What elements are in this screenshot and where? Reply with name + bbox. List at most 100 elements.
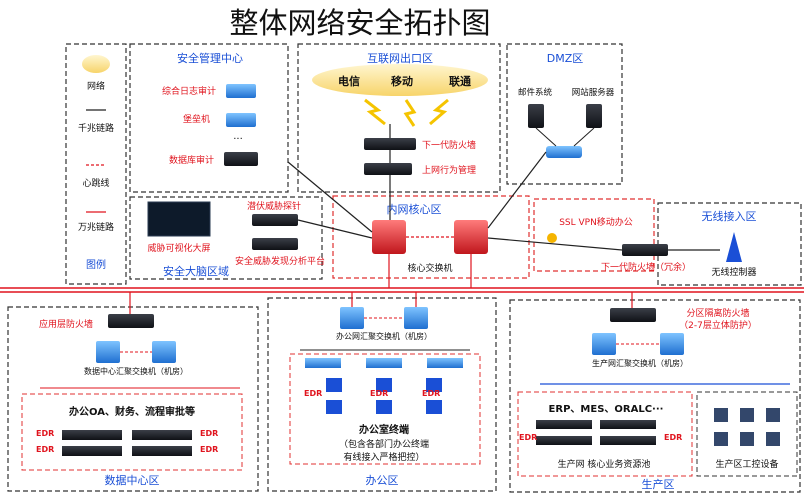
- dc-server-2: [132, 430, 192, 440]
- production-panel: 分区隔离防火墙 （2-7层立体防护） 生产网汇聚交换机（机房） ERP、MES、…: [509, 299, 801, 493]
- zone-firewall-note: （2-7层立体防护）: [679, 319, 757, 331]
- ics-robot-icon: [766, 408, 780, 422]
- security-center-panel: 安全管理中心 综合日志审计 堡垒机 ··· 数据库审计: [129, 43, 289, 193]
- dc-switch-label: 数据中心汇聚交换机（机房）: [84, 366, 188, 376]
- internet-zone-panel: 互联网出口区 电信 移动 联通 下一代防火墙 上网行为管理: [297, 43, 501, 193]
- mail-server-label: 邮件系统: [518, 87, 553, 98]
- threat-screen-label: 威胁可视化大屏: [147, 242, 210, 254]
- legend-item-gigabit: 千兆链路: [78, 122, 114, 134]
- wireless-controller-label: 无线控制器: [711, 266, 756, 278]
- log-audit-label: 综合日志审计: [162, 85, 216, 97]
- dc-edr-badge: EDR: [36, 429, 54, 438]
- core-zone-title: 内网核心区: [387, 202, 442, 216]
- dc-switch-a: [96, 341, 120, 363]
- office-pc-icon: [426, 378, 442, 392]
- security-brain-title: 安全大脑区域: [163, 264, 229, 278]
- security-ellipsis: ···: [233, 134, 243, 145]
- core-switch-b: [454, 220, 488, 254]
- wireless-title: 无线接入区: [702, 209, 757, 223]
- prod-server: [600, 420, 656, 429]
- ics-robot-icon: [714, 408, 728, 422]
- prod-server: [536, 420, 592, 429]
- access-switch: [427, 358, 463, 368]
- lightning-icon: [403, 99, 417, 127]
- ngfw-device: [364, 138, 416, 150]
- office-pc-icon: [376, 378, 392, 392]
- office-pc-icon: [376, 400, 392, 414]
- page-title: 整体网络安全拓扑图: [229, 6, 490, 40]
- db-audit-device: [224, 152, 258, 166]
- lightning-icon: [429, 98, 449, 126]
- zone-firewall-label: 分区隔离防火墙: [686, 307, 749, 319]
- dc-edr-badge: EDR: [200, 445, 218, 454]
- office-terminals-label: 办公室终端: [359, 423, 409, 436]
- dmz-switch: [546, 146, 582, 158]
- legend-item-network: 网络: [87, 80, 105, 92]
- office-terminals-note: 有线接入严格把控）: [343, 451, 424, 463]
- access-switch: [366, 358, 402, 368]
- ics-robot-icon: [766, 432, 780, 446]
- datacenter-panel: 应用层防火墙 数据中心汇聚交换机（机房） 办公OA、财务、流程审批等 EDR E…: [7, 306, 259, 492]
- vpn-panel: SSL VPN移动办公: [533, 198, 655, 272]
- legend-label: 图例: [86, 258, 106, 271]
- wifi-tower-icon: [726, 232, 742, 262]
- db-audit-label: 数据库审计: [169, 154, 214, 166]
- legend-item-heartbeat: 心跳线: [82, 177, 109, 189]
- office-pc-icon: [426, 400, 442, 414]
- production-title: 生产区: [642, 477, 675, 491]
- dc-edr-badge: EDR: [200, 429, 218, 438]
- access-switch: [305, 358, 341, 368]
- dc-server-3: [62, 446, 122, 456]
- wireless-ngfw-label: 下一代防火墙（冗余）: [601, 261, 691, 273]
- latent-probe-device: [252, 214, 298, 226]
- dc-edr-badge: EDR: [36, 445, 54, 454]
- prod-switch-label: 生产网汇聚交换机（机房）: [592, 358, 688, 368]
- ics-label: 生产区工控设备: [715, 458, 778, 470]
- threat-platform-device: [252, 238, 298, 250]
- internet-zone-title: 互联网出口区: [367, 51, 433, 65]
- legend-item-10g: 万兆链路: [78, 221, 114, 233]
- behavior-mgmt-label: 上网行为管理: [422, 164, 476, 176]
- app-firewall-device: [108, 314, 154, 328]
- ngfw-label: 下一代防火墙: [422, 139, 476, 151]
- security-brain-panel: 威胁可视化大屏 潜伏威胁探针 安全威胁发现分析平台 安全大脑区域: [129, 196, 325, 280]
- office-pc-icon: [326, 378, 342, 392]
- log-audit-device: [226, 84, 256, 98]
- ics-robot-icon: [714, 432, 728, 446]
- security-center-title: 安全管理中心: [177, 51, 243, 65]
- dc-apps-label: 办公OA、财务、流程审批等: [69, 405, 195, 418]
- wireless-panel: 无线接入区 无线控制器: [657, 202, 802, 286]
- bastion-device: [226, 113, 256, 127]
- core-switch-label: 核心交换机: [407, 262, 452, 274]
- prod-switch-a: [592, 333, 616, 355]
- office-edr-badge: EDR: [304, 389, 322, 398]
- behavior-mgmt-device: [364, 163, 412, 175]
- dc-switch-b: [152, 341, 176, 363]
- web-server-label: 网站服务器: [572, 87, 615, 98]
- threat-screen: [147, 201, 211, 237]
- cloud-icon: [312, 64, 488, 96]
- office-switch-b: [404, 307, 428, 329]
- prod-edr-badge: EDR: [664, 433, 682, 442]
- vpn-label: SSL VPN移动办公: [559, 216, 633, 228]
- office-edr-badge: EDR: [370, 389, 388, 398]
- app-firewall-label: 应用层防火墙: [39, 318, 93, 330]
- links: [0, 151, 804, 389]
- datacenter-title: 数据中心区: [105, 473, 160, 487]
- office-panel: 办公网汇聚交换机（机房） EDR EDR EDR 办公室终端 （包含各部门办公终…: [267, 297, 497, 492]
- isp-telecom: 电信: [338, 74, 360, 88]
- prod-server: [600, 436, 656, 445]
- isp-mobile: 移动: [391, 74, 413, 88]
- zone-firewall-device: [610, 308, 656, 322]
- core-zone-panel: 内网核心区 核心交换机: [332, 195, 530, 279]
- prod-switch-b: [660, 333, 684, 355]
- office-edr-badge: EDR: [422, 389, 440, 398]
- lightning-icon: [364, 98, 386, 126]
- latent-probe-label: 潜伏威胁探针: [247, 200, 301, 212]
- core-switch-a: [372, 220, 406, 254]
- ics-robot-icon: [740, 408, 754, 422]
- wireless-firewall: 下一代防火墙（冗余）: [601, 244, 691, 273]
- bastion-label: 堡垒机: [183, 113, 210, 125]
